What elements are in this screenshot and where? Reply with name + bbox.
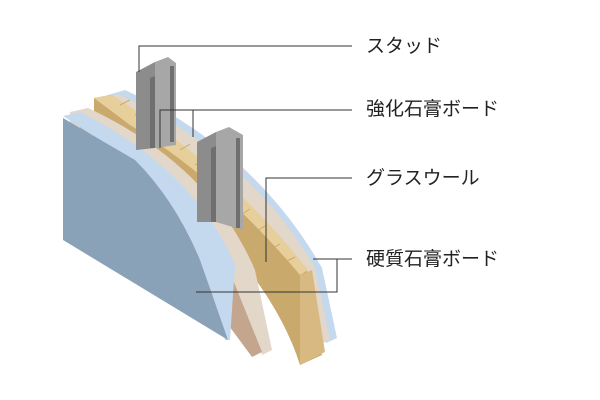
leader-stud xyxy=(138,45,352,72)
label-stud: スタッド xyxy=(366,35,443,57)
front-board-face xyxy=(63,118,228,340)
stud-2 xyxy=(197,127,243,230)
label-reinforced-gypsum-board: 強化石膏ボード xyxy=(366,98,500,120)
leader-reinforced xyxy=(159,109,352,148)
label-hard-gypsum-board: 硬質石膏ボード xyxy=(366,248,500,270)
glass-wool-side xyxy=(300,270,325,365)
label-glass-wool: グラスウール xyxy=(366,167,480,189)
front-board-edge xyxy=(63,112,235,340)
leader-lines xyxy=(138,45,352,293)
stud-1 xyxy=(136,57,176,150)
glass-wool-top xyxy=(94,95,308,275)
leader-hard-gypsum xyxy=(196,258,352,293)
leader-glass-wool xyxy=(265,177,352,262)
